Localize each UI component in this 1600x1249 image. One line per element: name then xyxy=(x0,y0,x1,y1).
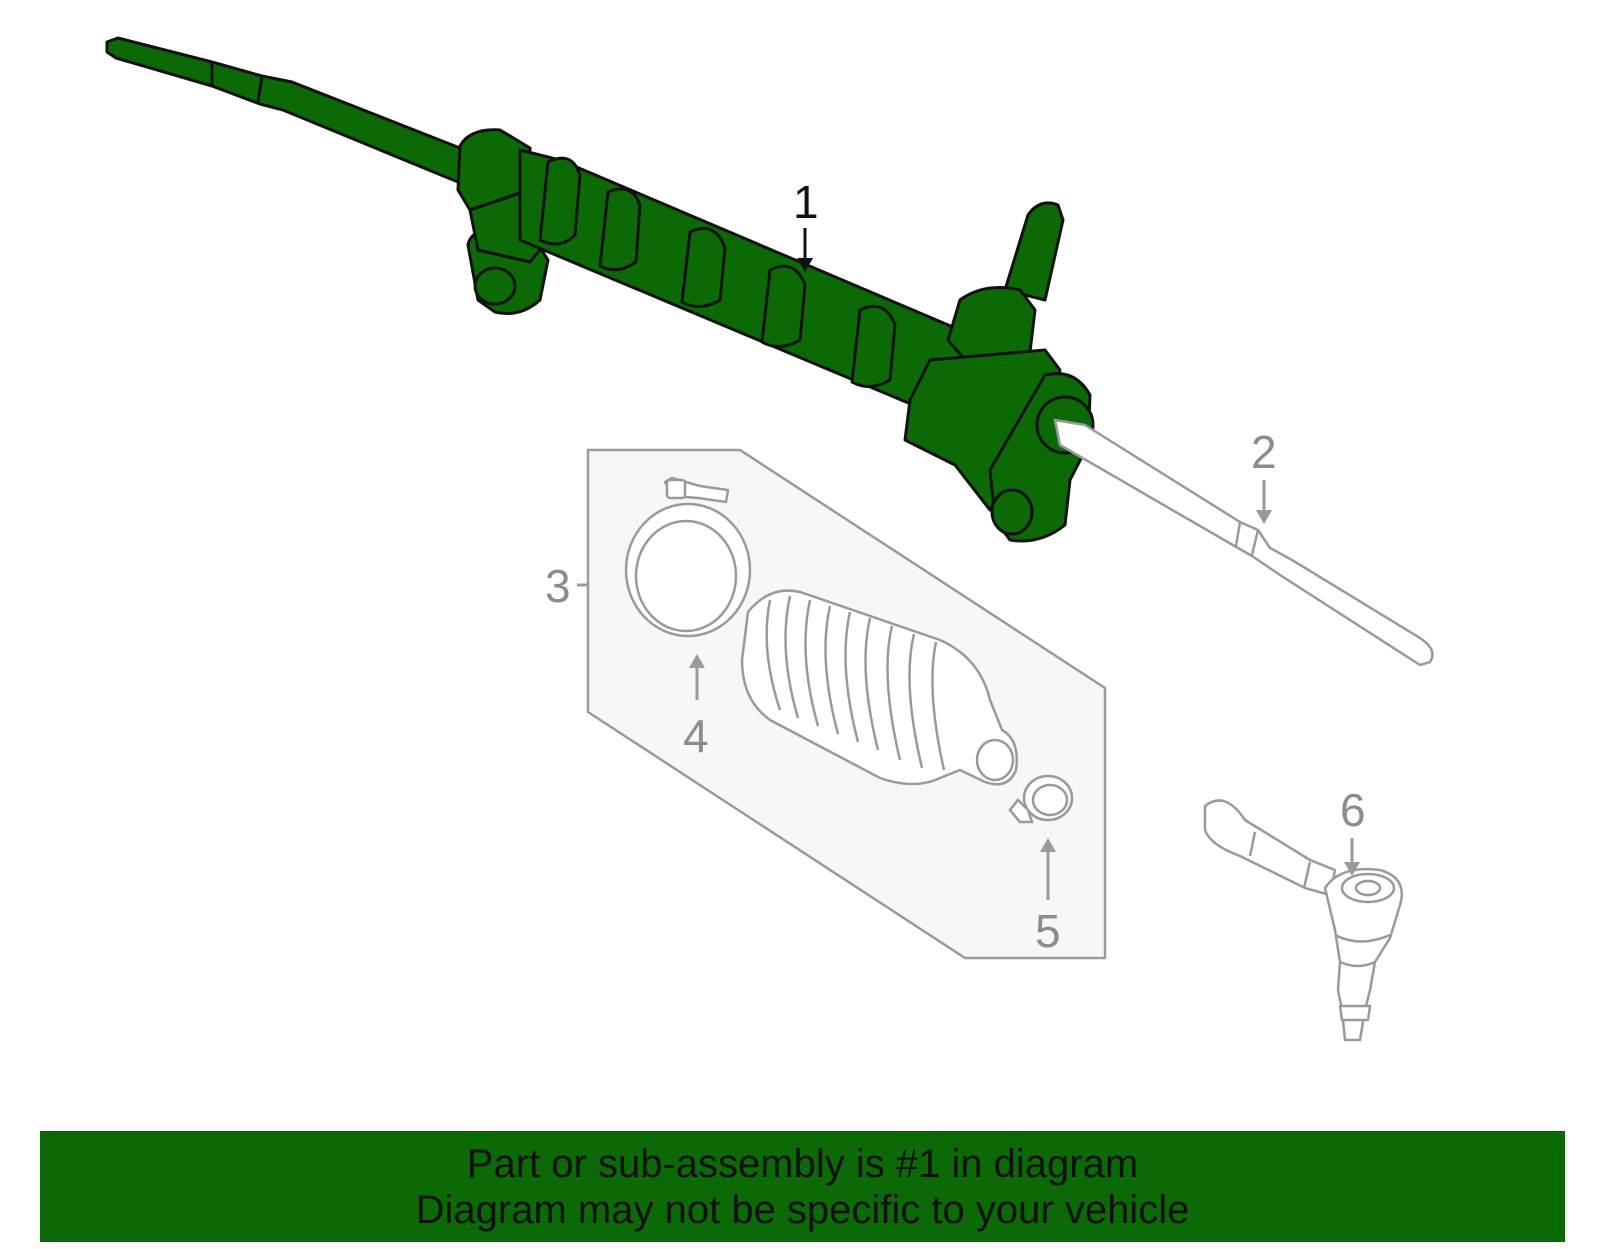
part-6-outer-tie-rod-end[interactable] xyxy=(1203,799,1403,1042)
leader-line-5 xyxy=(1040,838,1056,900)
callout-5[interactable]: 5 xyxy=(1035,905,1061,957)
bellows-boot[interactable] xyxy=(740,589,1018,786)
callout-6[interactable]: 6 xyxy=(1340,784,1366,836)
leader-line-6 xyxy=(1344,838,1360,876)
callout-3[interactable]: 3 xyxy=(545,560,571,612)
callout-1[interactable]: 1 xyxy=(793,176,819,228)
leader-line-2 xyxy=(1256,480,1272,524)
banner-line-part: Part or sub-assembly is #1 in diagram xyxy=(466,1142,1139,1186)
callout-4[interactable]: 4 xyxy=(683,710,709,762)
part-4-boot-clamp[interactable] xyxy=(624,476,752,638)
banner-line-disclaimer: Diagram may not be specific to your vehi… xyxy=(415,1188,1190,1232)
info-banner: Part or sub-assembly is #1 in diagram Di… xyxy=(40,1131,1565,1242)
part-2-inner-tie-rod[interactable] xyxy=(1053,418,1434,667)
part-5-small-clamp[interactable] xyxy=(1008,774,1074,824)
leader-line-4 xyxy=(689,654,705,700)
part-1-steering-gear[interactable] xyxy=(105,36,1095,543)
leader-line-1 xyxy=(797,228,813,272)
callout-2[interactable]: 2 xyxy=(1251,426,1277,478)
